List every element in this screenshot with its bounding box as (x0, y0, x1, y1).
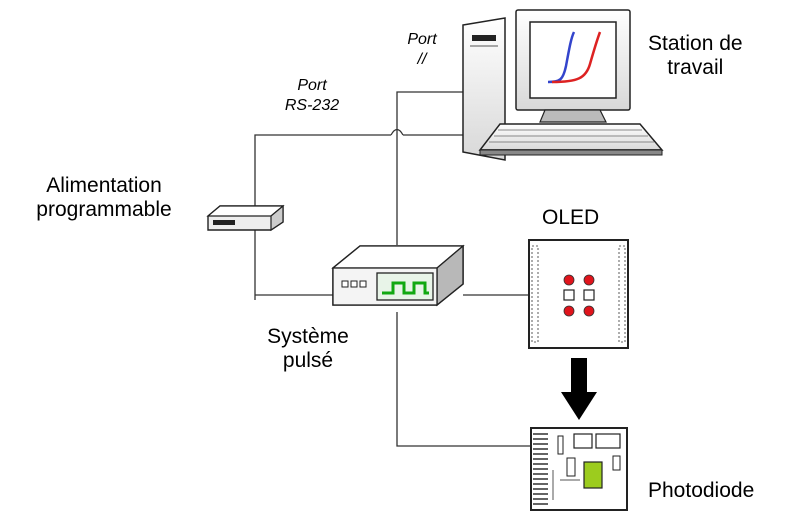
down-arrow-icon (561, 358, 597, 420)
power-supply-label-line1: Alimentation (46, 174, 162, 197)
workstation-label-line2: travail (667, 56, 724, 79)
parallel-cable (396, 91, 463, 245)
pulse-system-label-line1: Système (267, 325, 349, 348)
power-supply-label-line2: programmable (36, 198, 172, 221)
computer-icon (462, 9, 664, 161)
screen-curve-red (551, 31, 602, 84)
connection-lines (254, 91, 530, 447)
workstation-label: Station de travail (648, 32, 743, 80)
serial-port-label: Port RS-232 (270, 76, 354, 116)
parallel-port-label: Port // (398, 30, 446, 70)
pulse-system-label-line2: pulsé (282, 349, 334, 372)
pulse-to-photodiode-cable (396, 312, 530, 447)
workstation-label-line1: Station de (648, 32, 743, 55)
parallel-port-label-line1: Port (407, 31, 437, 48)
serial-cable (254, 134, 463, 300)
photodiode-label: Photodiode (648, 479, 755, 502)
square-wave-signal (382, 281, 429, 295)
serial-port-label-line1: Port (297, 77, 327, 94)
oled-panel-icon (528, 239, 629, 349)
power-supply-label: Alimentation programmable (8, 174, 200, 222)
pulse-generator-icon (331, 244, 465, 307)
oled-label: OLED (542, 206, 600, 229)
parallel-port-label-line2: // (417, 51, 427, 68)
serial-port-label-line2: RS-232 (284, 97, 340, 114)
power-supply-icon (206, 204, 285, 232)
photodiode-board-icon (530, 427, 628, 511)
pulse-system-label: Système pulsé (247, 325, 369, 373)
